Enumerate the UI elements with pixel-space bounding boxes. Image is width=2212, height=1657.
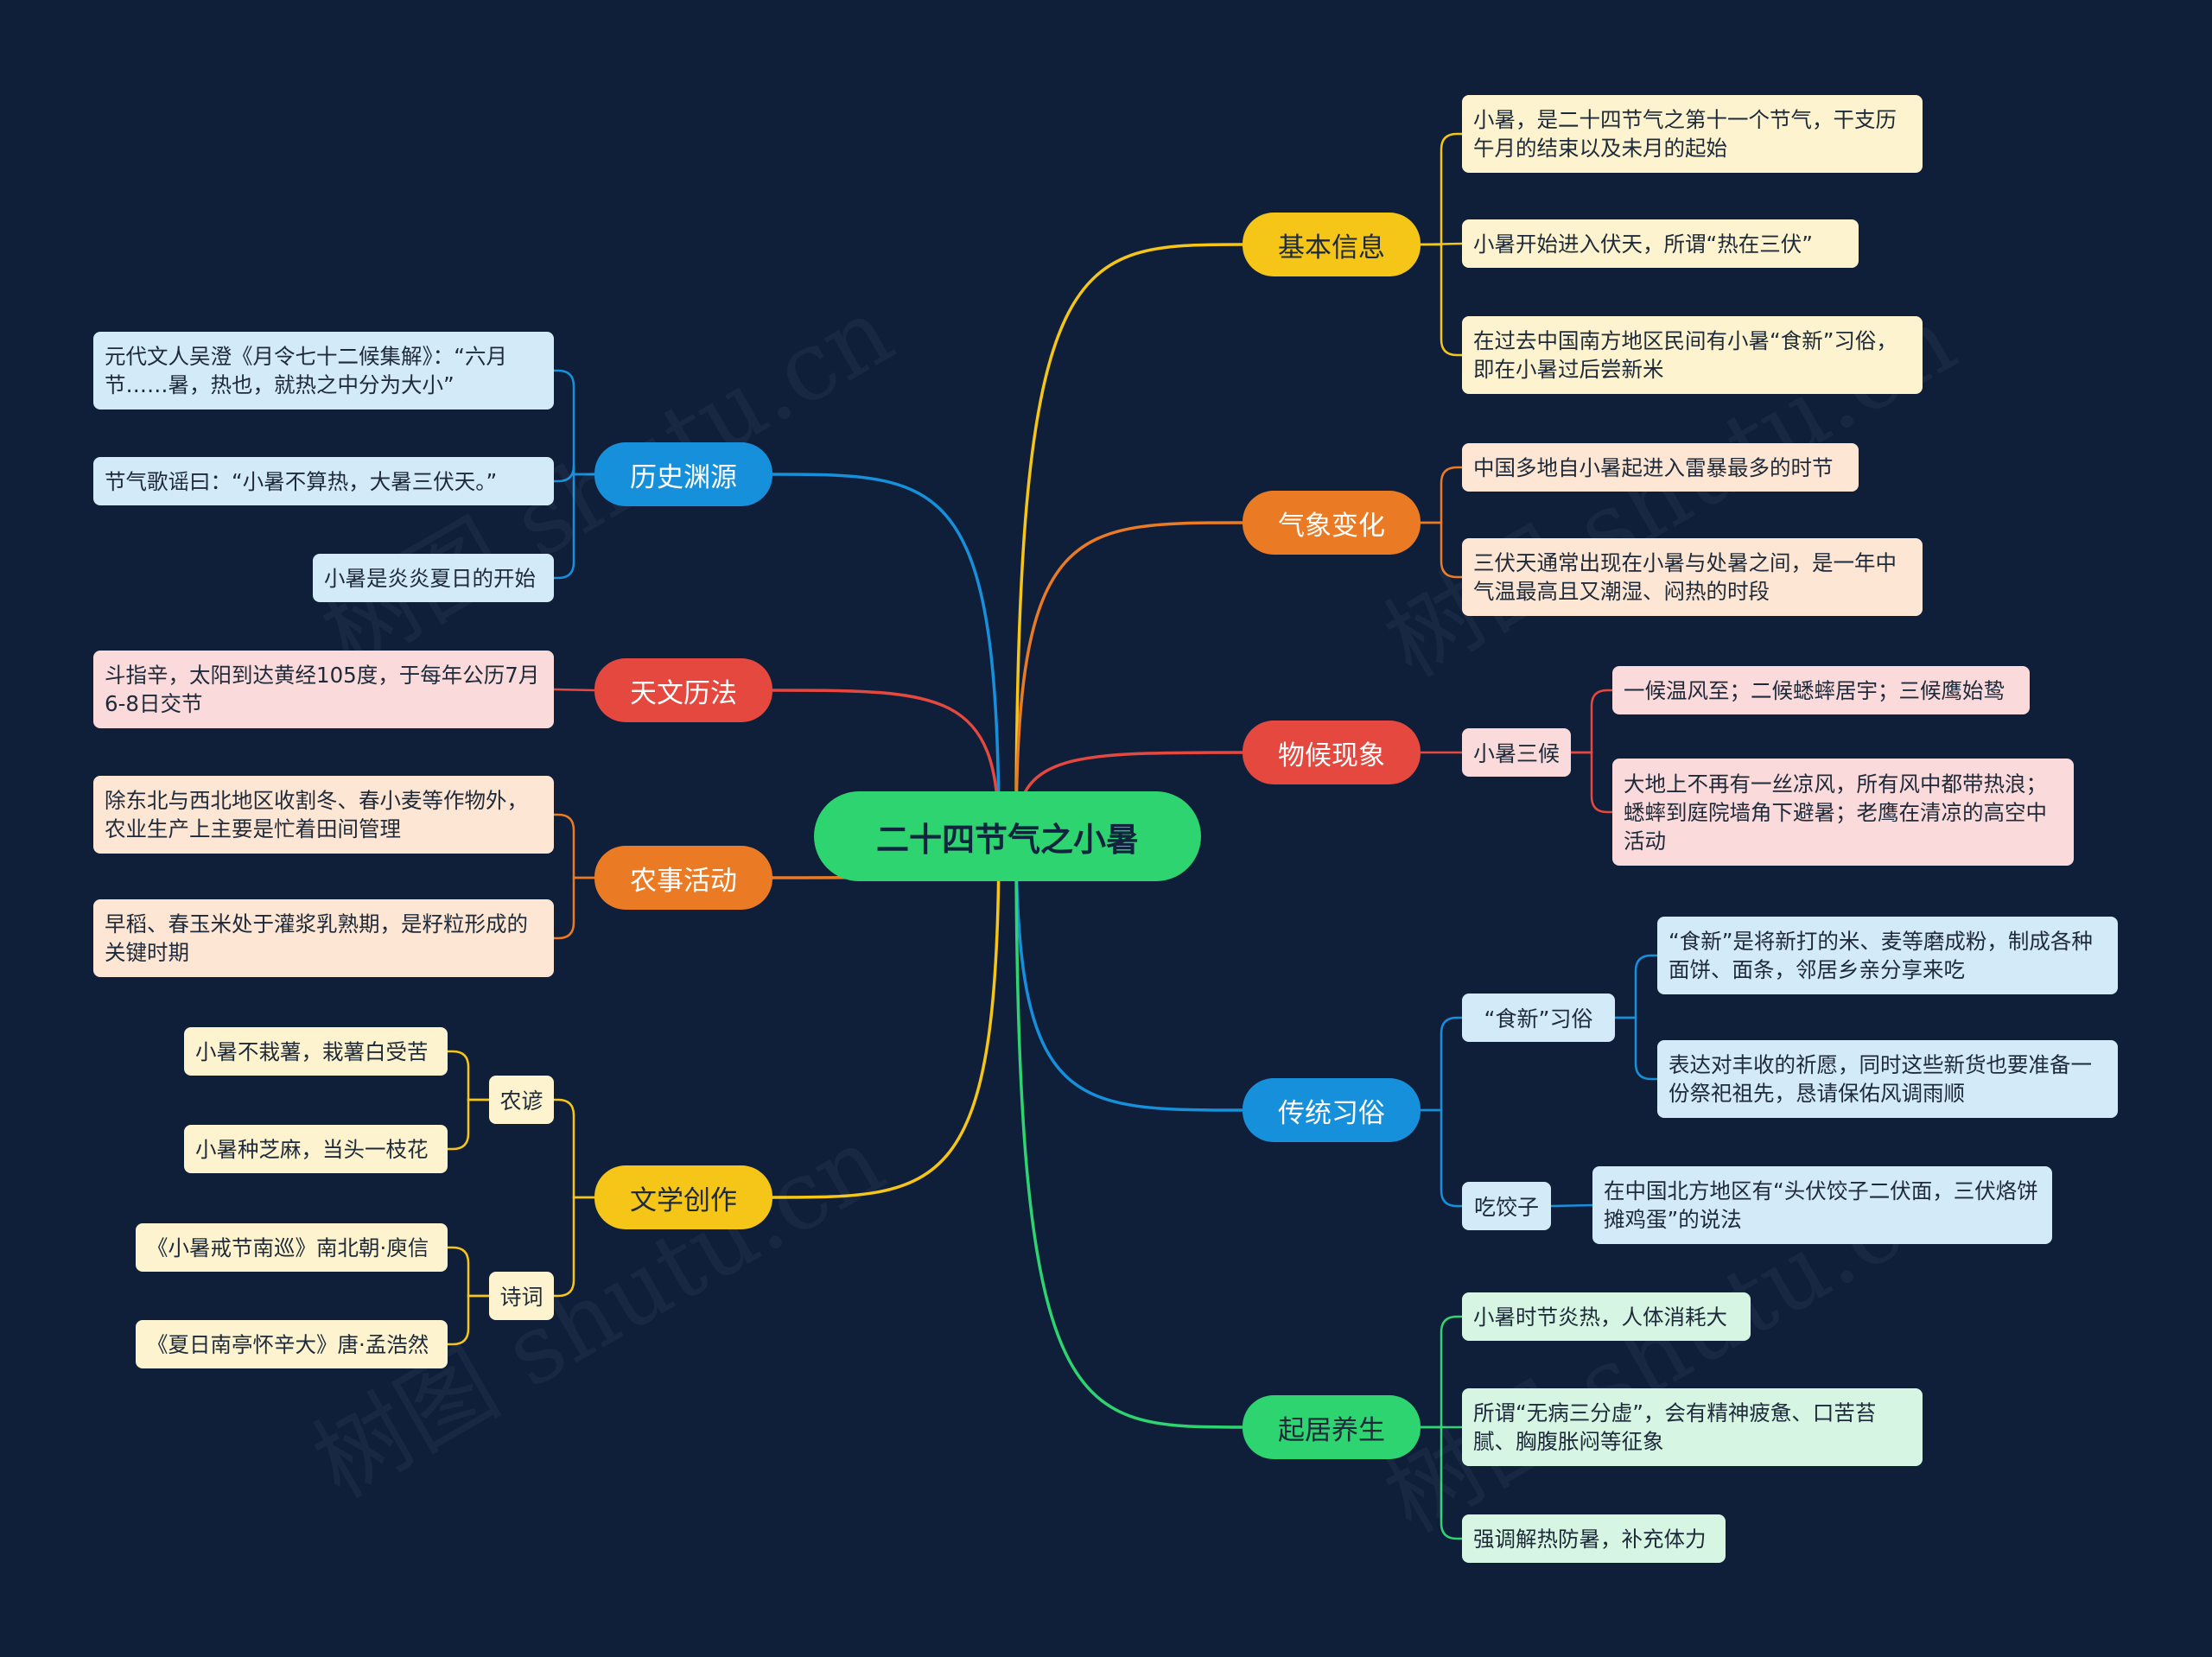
leaf-connector — [554, 813, 594, 879]
leaf-connector — [1421, 1016, 1462, 1112]
branch-traditional-customs[interactable]: 传统习俗 — [1243, 1078, 1421, 1142]
branch-basic-info[interactable]: 基本信息 — [1243, 213, 1421, 276]
sub-poems[interactable]: 诗词 — [489, 1272, 554, 1320]
leaf-astronomy-1[interactable]: 斗指辛，太阳到达黄经105度，于每年公历7月6-8日交节 — [93, 651, 554, 728]
branch-connector — [772, 689, 1001, 837]
leaf-basic-info-1[interactable]: 小暑，是二十四节气之第十一个节气，干支历午月的结束以及未月的起始 — [1462, 95, 1923, 173]
leaf-connector — [1615, 954, 1657, 1019]
leaf-connector — [448, 1050, 489, 1101]
leaf-connector — [1550, 1203, 1593, 1208]
leaf-connector — [554, 1098, 594, 1199]
leaf-connector — [448, 1294, 489, 1346]
branch-history[interactable]: 历史渊源 — [594, 442, 772, 506]
leaf-connector — [448, 1246, 489, 1298]
leaf-history-2[interactable]: 节气歌谣曰：“小暑不算热，大暑三伏天。” — [93, 457, 554, 505]
leaf-connector — [1421, 521, 1462, 579]
leaf-history-1[interactable]: 元代文人吴澄《月令七十二候集解》：“六月节……暑，热也，就热之中分为大小” — [93, 332, 554, 409]
leaf-phenology-2[interactable]: 大地上不再有一丝凉风，所有风中都带热浪；蟋蟀到庭院墙角下避暑；老鹰在清凉的高空中… — [1612, 759, 2074, 866]
leaf-connector — [554, 876, 594, 940]
branch-health-regimen[interactable]: 起居养生 — [1243, 1395, 1421, 1459]
branch-connector — [772, 835, 1001, 1199]
branch-connector — [1014, 521, 1243, 837]
leaf-connector — [1571, 751, 1612, 814]
leaf-health-3[interactable]: 强调解热防暑，补充体力 — [1462, 1514, 1726, 1563]
leaf-connector — [448, 1098, 489, 1151]
leaf-health-2[interactable]: 所谓“无病三分虚”，会有精神疲惫、口苦苔腻、胸腹胀闷等征象 — [1462, 1388, 1923, 1466]
leaf-shixin-2[interactable]: 表达对丰收的祈愿，同时这些新货也要准备一份祭祀祖先，恳请保佑风调雨顺 — [1657, 1040, 2118, 1118]
leaf-farming-2[interactable]: 早稻、春玉米处于灌浆乳熟期，是籽粒形成的关键时期 — [93, 899, 554, 977]
leaf-proverb-2[interactable]: 小暑种芝麻，当头一枝花 — [184, 1125, 448, 1173]
leaf-phenology-1[interactable]: 一候温风至；二候蟋蟀居宇；三候鹰始鸷 — [1612, 666, 2030, 714]
leaf-connector — [1421, 1315, 1462, 1429]
leaf-shixin-1[interactable]: “食新”是将新打的米、麦等磨成粉，制成各种面饼、面条，邻居乡亲分享来吃 — [1657, 917, 2118, 994]
leaf-connector — [553, 688, 595, 692]
branch-connector — [1014, 835, 1243, 1429]
leaf-connector — [554, 369, 594, 476]
sub-eat-dumplings[interactable]: 吃饺子 — [1462, 1182, 1551, 1230]
leaf-poem-2[interactable]: 《夏日南亭怀辛大》唐·孟浩然 — [136, 1320, 448, 1368]
branch-connector — [772, 473, 1001, 837]
branch-literature[interactable]: 文学创作 — [594, 1165, 772, 1229]
leaf-weather-change-2[interactable]: 三伏天通常出现在小暑与处暑之间，是一年中气温最高且又潮湿、闷热的时段 — [1462, 538, 1923, 616]
leaf-basic-info-3[interactable]: 在过去中国南方地区民间有小暑“食新”习俗，即在小暑过后尝新米 — [1462, 316, 1923, 394]
branch-weather-change[interactable]: 气象变化 — [1243, 491, 1421, 555]
leaf-farming-1[interactable]: 除东北与西北地区收割冬、春小麦等作物外，农业生产上主要是忙着田间管理 — [93, 776, 554, 854]
branch-connector — [1014, 835, 1243, 1112]
branch-astronomy[interactable]: 天文历法 — [594, 658, 772, 722]
leaf-history-3[interactable]: 小暑是炎炎夏日的开始 — [313, 554, 554, 602]
sub-farming-proverbs[interactable]: 农谚 — [489, 1076, 554, 1124]
sub-three-pentads[interactable]: 小暑三候 — [1462, 728, 1571, 777]
branch-connector — [1014, 243, 1243, 837]
leaf-connector — [554, 473, 594, 580]
leaf-connector — [1421, 243, 1462, 357]
leaf-connector — [1571, 689, 1612, 754]
sub-shixin-custom[interactable]: “食新”习俗 — [1462, 994, 1615, 1042]
leaf-connector — [1421, 466, 1462, 524]
leaf-connector — [1421, 132, 1462, 246]
branch-farming[interactable]: 农事活动 — [594, 846, 772, 910]
leaf-poem-1[interactable]: 《小暑戒节南巡》南北朝·庾信 — [136, 1223, 448, 1272]
leaf-connector — [1615, 1016, 1657, 1081]
leaf-connector — [554, 1196, 594, 1298]
leaf-weather-change-1[interactable]: 中国多地自小暑起进入雷暴最多的时节 — [1462, 443, 1859, 492]
root-topic[interactable]: 二十四节气之小暑 — [814, 791, 1201, 881]
leaf-connector — [1421, 1425, 1462, 1540]
leaf-proverb-1[interactable]: 小暑不栽薯，栽薯白受苦 — [184, 1027, 448, 1076]
branch-phenology[interactable]: 物候现象 — [1243, 721, 1421, 784]
leaf-connector — [554, 465, 594, 483]
leaf-basic-info-2[interactable]: 小暑开始进入伏天，所谓“热在三伏” — [1462, 219, 1859, 268]
leaf-dumplings-1[interactable]: 在中国北方地区有“头伏饺子二伏面，三伏烙饼摊鸡蛋”的说法 — [1592, 1166, 2052, 1244]
leaf-connector — [1421, 1108, 1462, 1208]
leaf-health-1[interactable]: 小暑时节炎热，人体消耗大 — [1462, 1292, 1751, 1341]
